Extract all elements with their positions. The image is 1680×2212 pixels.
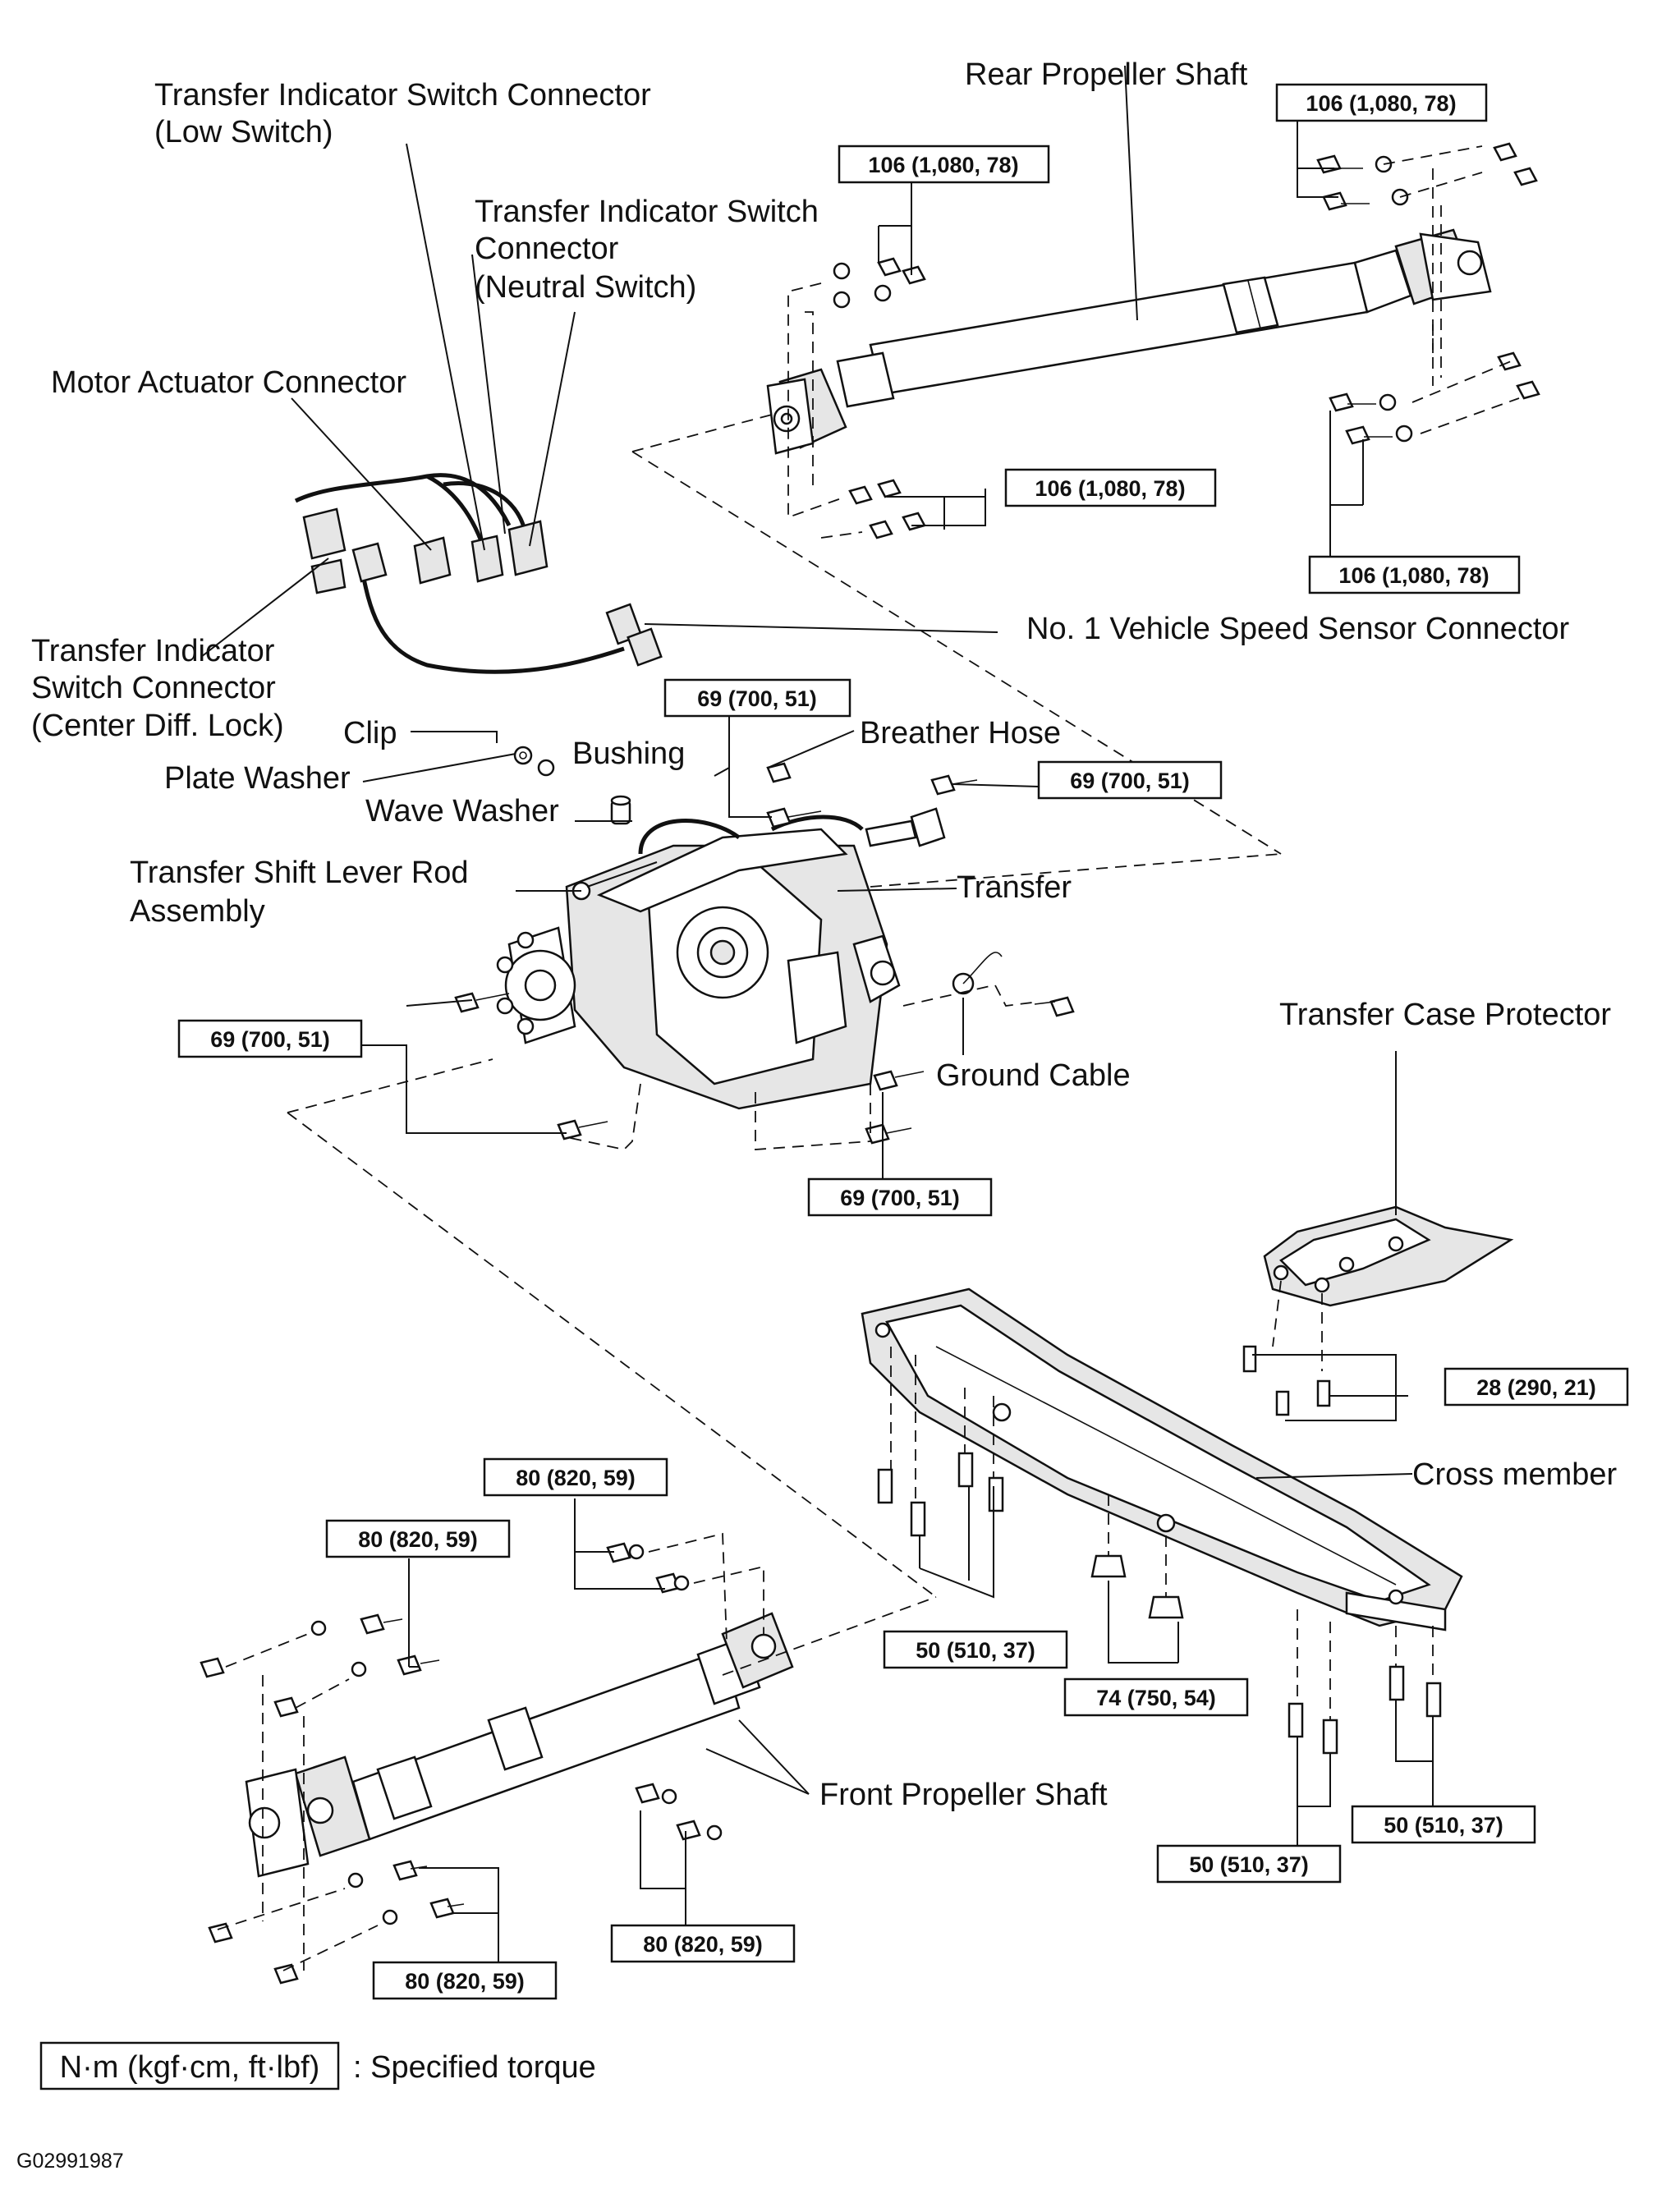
torque-box: 50 (510, 37) (1156, 1844, 1342, 1884)
legend-unit: N·m (kgf·cm, ft·lbf) (60, 2050, 320, 2085)
label-low-switch-line1: Transfer Indicator Switch Connector (154, 78, 651, 112)
svg-text:106 (1,080, 78): 106 (1,080, 78) (1035, 476, 1185, 501)
leader-lines (200, 65, 1434, 1962)
torque-box: 28 (290, 21) (1444, 1367, 1629, 1407)
label-center-diff-line3: (Center Diff. Lock) (31, 709, 284, 743)
label-low-switch-line2: (Low Switch) (154, 115, 333, 149)
label-wave-washer: Wave Washer (365, 794, 559, 828)
label-center-diff-line1: Transfer Indicator (31, 634, 275, 668)
torque-box: 69 (700, 51) (807, 1177, 993, 1217)
label-bushing: Bushing (572, 737, 685, 771)
svg-text:106 (1,080, 78): 106 (1,080, 78) (1306, 91, 1456, 116)
svg-text:69 (700, 51): 69 (700, 51) (697, 686, 817, 711)
svg-text:28 (290, 21): 28 (290, 21) (1476, 1375, 1596, 1400)
part-labels: Rear Propeller Shaft Transfer Indicator … (31, 57, 1617, 1812)
torque-box: 69 (700, 51) (177, 1019, 363, 1058)
label-motor-actuator: Motor Actuator Connector (51, 365, 406, 400)
svg-text:80 (820, 59): 80 (820, 59) (643, 1932, 763, 1957)
torque-box: 106 (1,080, 78) (1004, 468, 1217, 507)
torque-box: 74 (750, 54) (1063, 1677, 1249, 1717)
label-speed-sensor: No. 1 Vehicle Speed Sensor Connector (1026, 612, 1570, 646)
svg-text:74 (750, 54): 74 (750, 54) (1096, 1686, 1216, 1710)
transfer-assembly (496, 815, 901, 1110)
cross-member (861, 1287, 1463, 1755)
front-shaft-fasteners (200, 1532, 937, 1985)
label-center-diff-line2: Switch Connector (31, 671, 276, 705)
torque-box: 69 (700, 51) (1037, 760, 1223, 800)
label-neutral-line3: (Neutral Switch) (475, 270, 696, 305)
svg-text:69 (700, 51): 69 (700, 51) (1070, 769, 1190, 793)
label-front-propeller-shaft: Front Propeller Shaft (819, 1778, 1108, 1812)
svg-text:69 (700, 51): 69 (700, 51) (210, 1027, 330, 1052)
torque-box: 106 (1,080, 78) (1308, 555, 1521, 594)
rear-propeller-shaft (766, 228, 1492, 455)
label-shift-rod-line2: Assembly (130, 894, 265, 929)
svg-text:50 (510, 37): 50 (510, 37) (1189, 1852, 1309, 1877)
torque-box: 50 (510, 37) (1351, 1805, 1536, 1844)
legend-text: : Specified torque (353, 2050, 596, 2085)
torque-box: 80 (820, 59) (610, 1924, 796, 1963)
label-breather-hose: Breather Hose (860, 716, 1061, 750)
transfer-case-protector (1242, 1205, 1514, 1416)
svg-text:106 (1,080, 78): 106 (1,080, 78) (1338, 563, 1489, 588)
torque-legend: N·m (kgf·cm, ft·lbf) : Specified torque (39, 2041, 596, 2090)
rear-shaft-fasteners (631, 142, 1540, 855)
label-rear-propeller-shaft: Rear Propeller Shaft (965, 57, 1248, 92)
torque-box: 80 (820, 59) (483, 1457, 668, 1497)
transfer-small-parts (287, 731, 1282, 1598)
torque-box: 106 (1,080, 78) (838, 145, 1050, 184)
front-propeller-shaft (245, 1612, 794, 1878)
label-case-protector: Transfer Case Protector (1279, 998, 1611, 1032)
torque-box: 106 (1,080, 78) (1275, 83, 1488, 122)
torque-box: 80 (820, 59) (325, 1519, 511, 1558)
label-clip: Clip (343, 716, 397, 750)
torque-box: 80 (820, 59) (372, 1961, 558, 2000)
wiring-harness (294, 473, 663, 674)
svg-text:50 (510, 37): 50 (510, 37) (1384, 1813, 1503, 1838)
torque-box: 50 (510, 37) (883, 1630, 1068, 1669)
label-shift-rod-line1: Transfer Shift Lever Rod (130, 856, 469, 890)
svg-text:80 (820, 59): 80 (820, 59) (405, 1969, 525, 1994)
label-transfer: Transfer (957, 870, 1072, 905)
figure-code: G02991987 (16, 2150, 124, 2173)
label-neutral-line2: Connector (475, 232, 619, 266)
label-ground-cable: Ground Cable (936, 1058, 1131, 1093)
svg-text:69 (700, 51): 69 (700, 51) (840, 1186, 960, 1210)
svg-text:80 (820, 59): 80 (820, 59) (358, 1527, 478, 1552)
torque-specs: 106 (1,080, 78) 106 (1,080, 78) 106 (1,0… (177, 83, 1629, 2000)
svg-text:80 (820, 59): 80 (820, 59) (516, 1466, 636, 1490)
svg-text:106 (1,080, 78): 106 (1,080, 78) (868, 153, 1018, 177)
label-plate-washer: Plate Washer (164, 761, 351, 796)
label-cross-member: Cross member (1412, 1457, 1617, 1492)
torque-box: 69 (700, 51) (663, 678, 851, 718)
label-neutral-line1: Transfer Indicator Switch (475, 195, 819, 229)
svg-text:50 (510, 37): 50 (510, 37) (916, 1638, 1035, 1663)
